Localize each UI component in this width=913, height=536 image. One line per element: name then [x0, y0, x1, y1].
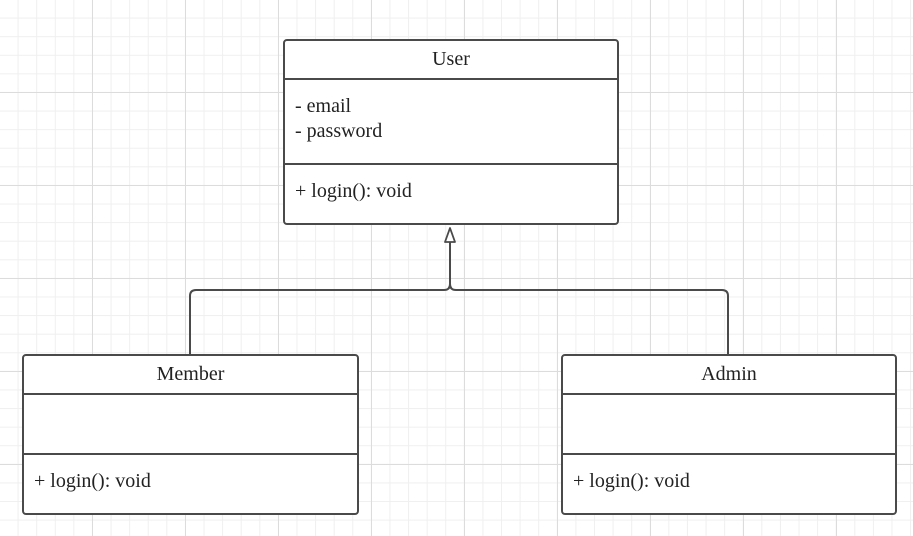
class-admin-attributes: [563, 395, 895, 455]
class-admin[interactable]: Admin + login(): void: [561, 354, 897, 515]
method-login: + login(): void: [573, 470, 690, 492]
class-admin-methods: + login(): void: [563, 455, 895, 513]
class-member[interactable]: Member + login(): void: [22, 354, 359, 515]
class-user-attributes: - email - password: [285, 80, 617, 165]
member-to-user-connector[interactable]: [189, 242, 451, 354]
class-member-name: Member: [24, 356, 357, 395]
class-member-attributes: [24, 395, 357, 455]
generalization-arrowhead-icon: [444, 227, 456, 243]
method-login: + login(): void: [295, 180, 412, 202]
class-admin-name: Admin: [563, 356, 895, 395]
class-user-name: User: [285, 41, 617, 80]
admin-to-user-connector[interactable]: [449, 283, 729, 354]
class-user[interactable]: User - email - password + login(): void: [283, 39, 619, 225]
method-login: + login(): void: [34, 470, 151, 492]
class-user-methods: + login(): void: [285, 165, 617, 223]
class-member-methods: + login(): void: [24, 455, 357, 513]
attribute-email: - email: [295, 95, 352, 117]
attribute-password: - password: [295, 120, 383, 142]
